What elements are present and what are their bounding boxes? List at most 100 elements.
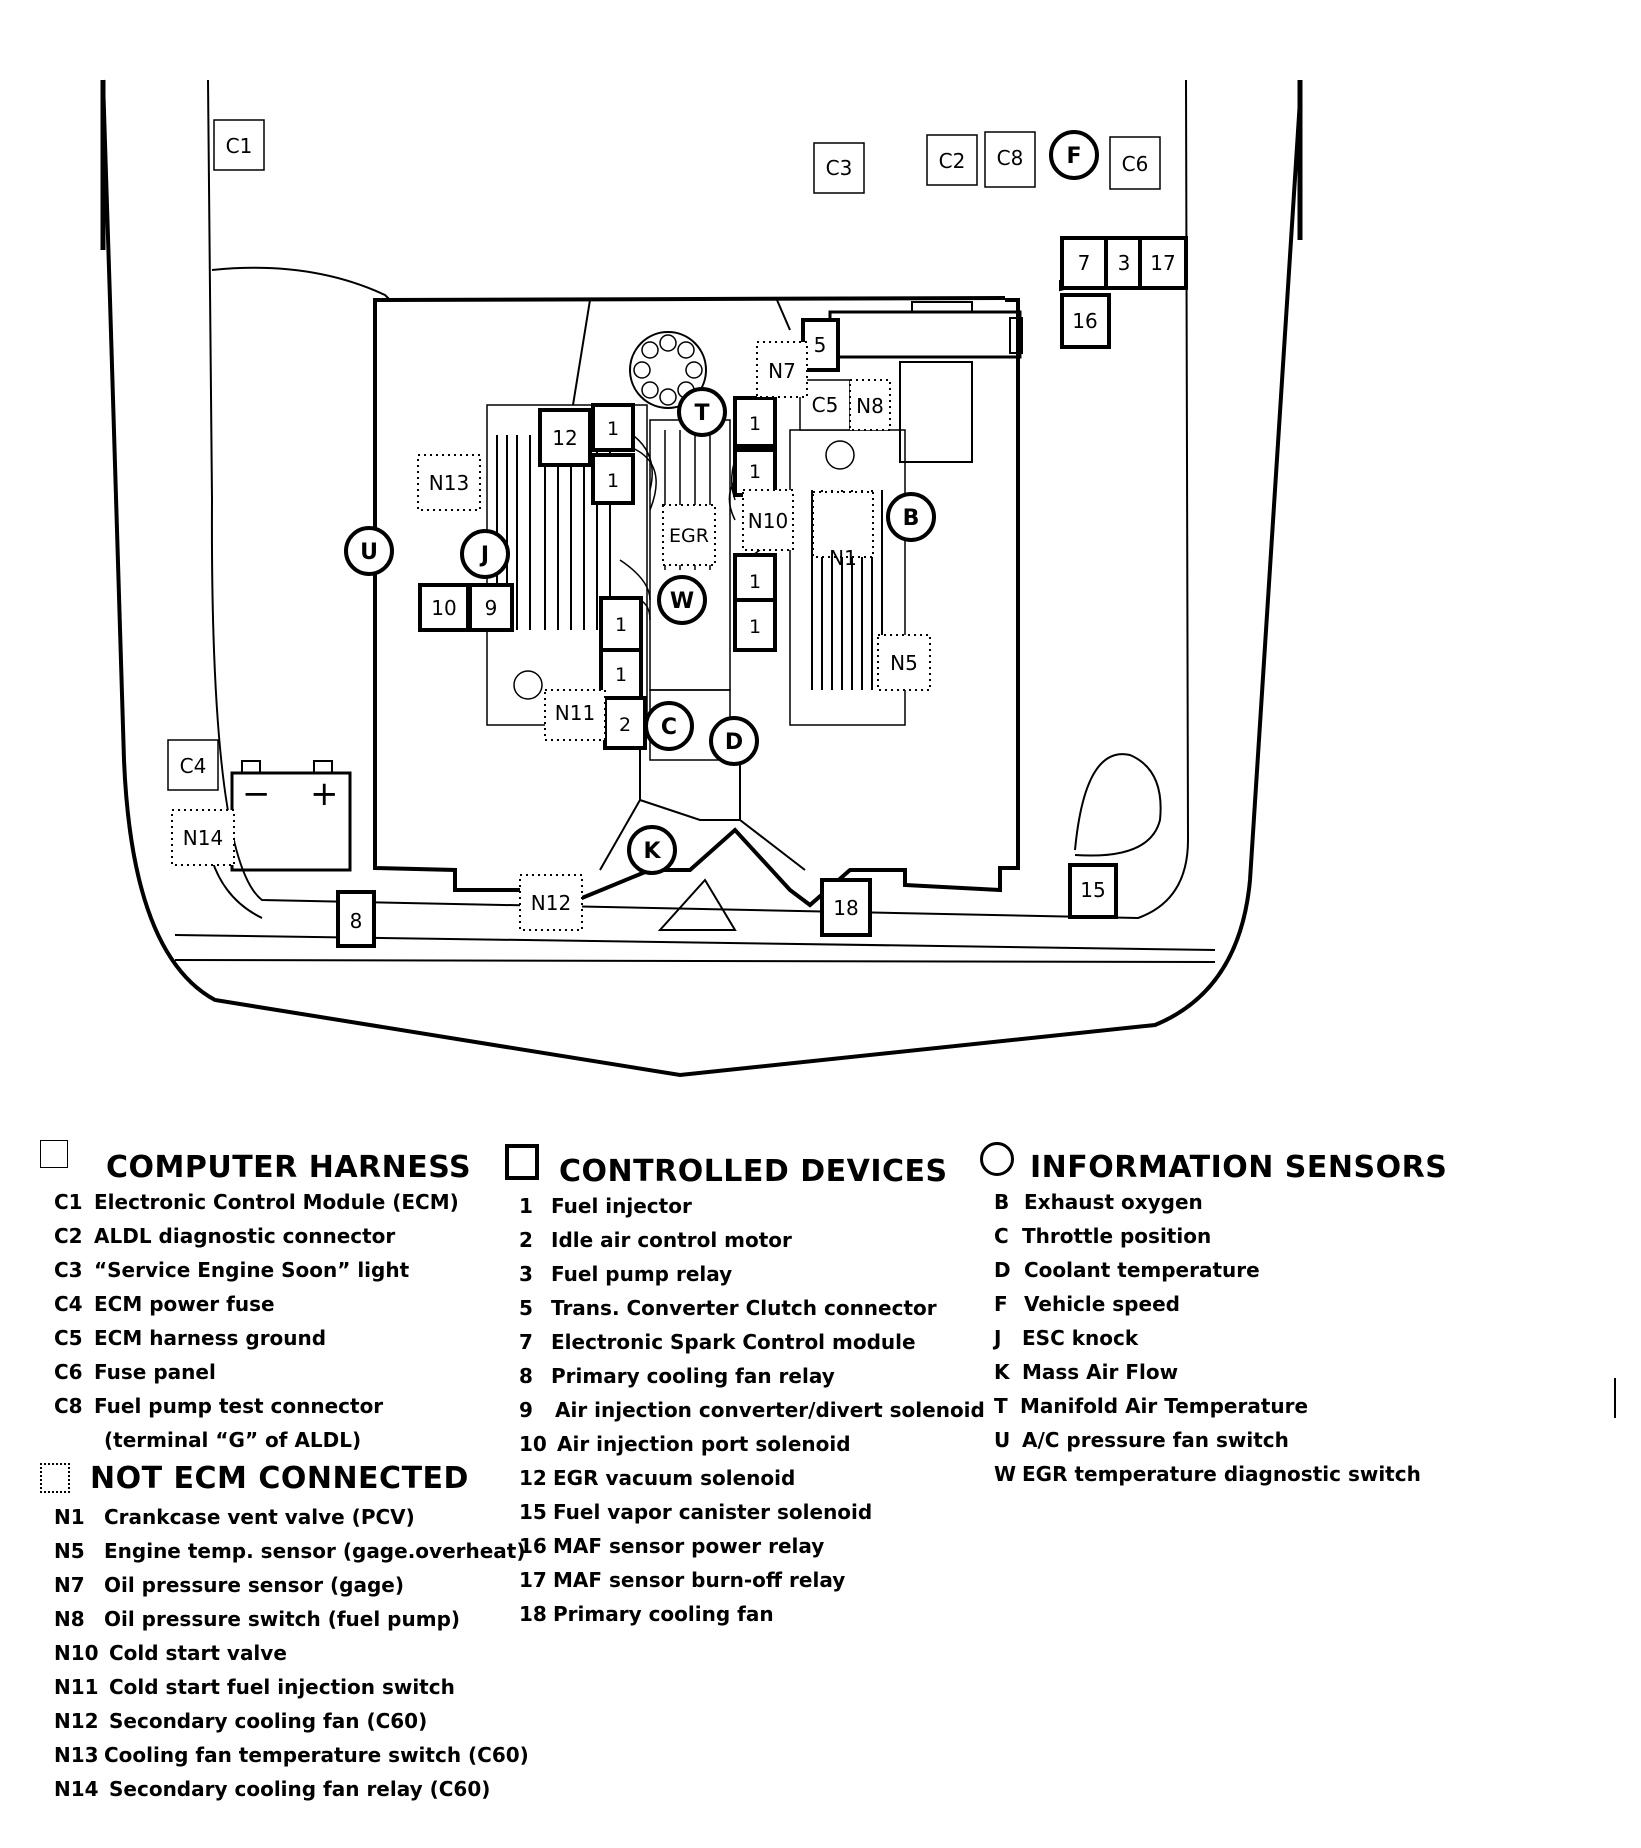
legend-item: 1 Fuel injector xyxy=(519,1194,965,1228)
item-code: 1 xyxy=(519,1194,533,1218)
device-components xyxy=(336,236,1188,948)
device-17-label: 17 xyxy=(1150,251,1175,275)
device-5-label: 5 xyxy=(814,333,827,357)
legend-title: CONTROLLED DEVICES xyxy=(559,1154,948,1189)
device-1-label: 1 xyxy=(749,571,761,593)
sensor-labels: B C D F J K T U W xyxy=(360,144,1081,864)
item-code: C2 xyxy=(54,1224,83,1248)
item-code: 7 xyxy=(519,1330,533,1354)
harness-components xyxy=(167,119,1161,791)
item-code: 2 xyxy=(519,1228,533,1252)
item-code: B xyxy=(994,1190,1010,1214)
item-code: W xyxy=(994,1462,1017,1486)
device-7-label: 7 xyxy=(1078,251,1091,275)
item-code: C3 xyxy=(54,1258,83,1282)
legend-item: C4 ECM power fuse xyxy=(54,1292,500,1326)
device-1-label: 1 xyxy=(607,470,619,492)
legend-title: COMPUTER HARNESS xyxy=(106,1150,472,1185)
sensor-w-label: W xyxy=(670,589,694,614)
device-8-label: 8 xyxy=(350,909,363,933)
item-desc: Trans. Converter Clutch connector xyxy=(551,1296,937,1320)
item-desc: Air injection port solenoid xyxy=(557,1432,851,1456)
legend-header: NOT ECM CONNECTED xyxy=(40,1455,510,1505)
circle-symbol xyxy=(980,1142,1014,1176)
c8-label: C8 xyxy=(997,146,1024,170)
c6-box xyxy=(1109,136,1161,190)
sensor-c-label: C xyxy=(661,715,677,740)
legend-item: 7 Electronic Spark Control module xyxy=(519,1330,965,1364)
item-code: D xyxy=(994,1258,1011,1282)
legend-title: INFORMATION SENSORS xyxy=(1030,1150,1448,1185)
item-desc: ECM power fuse xyxy=(94,1292,275,1316)
device-2-label: 2 xyxy=(619,714,631,736)
item-desc: Cold start valve xyxy=(109,1641,287,1665)
device-15-label: 15 xyxy=(1080,878,1105,902)
item-desc: Engine temp. sensor (gage.overheat) xyxy=(104,1539,526,1563)
item-code: 8 xyxy=(519,1364,533,1388)
item-code: 18 xyxy=(519,1602,547,1626)
battery-minus-label: − xyxy=(242,774,271,814)
item-code: 5 xyxy=(519,1296,533,1320)
engine-compartment-diagram: − + C1 C2 C3 C4 C5 C6 C8 xyxy=(100,79,1303,1078)
item-desc: Throttle position xyxy=(1022,1224,1212,1248)
item-code: C4 xyxy=(54,1292,83,1316)
item-desc: Fuel pump test connector xyxy=(94,1394,384,1418)
item-desc: MAF sensor burn-off relay xyxy=(553,1568,846,1592)
device-1-label: 1 xyxy=(607,418,619,440)
item-desc: Exhaust oxygen xyxy=(1024,1190,1203,1214)
item-desc: Manifold Air Temperature xyxy=(1020,1394,1309,1418)
item-desc: “Service Engine Soon” light xyxy=(94,1258,410,1282)
n13-label: N13 xyxy=(429,471,469,495)
n12-label: N12 xyxy=(531,891,571,915)
c4-box xyxy=(167,739,219,791)
egr-label: EGR xyxy=(669,525,709,547)
item-desc: Coolant temperature xyxy=(1024,1258,1260,1282)
item-desc: Primary cooling fan xyxy=(553,1602,774,1626)
item-code: N11 xyxy=(54,1675,99,1699)
item-desc: Fuel vapor canister solenoid xyxy=(553,1500,873,1524)
sensor-components xyxy=(344,130,1099,875)
c3-box xyxy=(813,142,865,194)
device-10-label: 10 xyxy=(431,596,456,620)
legend-header: COMPUTER HARNESS xyxy=(40,1140,500,1190)
n1-label: N1 xyxy=(829,546,857,570)
item-desc: Primary cooling fan relay xyxy=(551,1364,835,1388)
item-desc: Mass Air Flow xyxy=(1022,1360,1179,1384)
vehicle-outline xyxy=(100,79,1303,1078)
device-labels: 1 1 1 1 1 1 1 1 2 3 5 7 8 9 10 12 15 16 … xyxy=(350,251,1176,933)
item-desc: Air injection converter/divert solenoid xyxy=(555,1398,985,1422)
item-desc: Secondary cooling fan relay (C60) xyxy=(109,1777,491,1801)
device-1-label: 1 xyxy=(749,413,761,435)
item-code: C6 xyxy=(54,1360,83,1384)
sensor-k-label: K xyxy=(643,839,661,864)
device-1-label: 1 xyxy=(615,664,627,686)
canister-outline xyxy=(1074,753,1162,857)
item-code: C5 xyxy=(54,1326,83,1350)
item-code: N12 xyxy=(54,1709,99,1733)
item-desc: Fuel injector xyxy=(551,1194,692,1218)
item-desc: Electronic Spark Control module xyxy=(551,1330,916,1354)
c8-box xyxy=(984,131,1036,188)
item-desc: EGR temperature diagnostic switch xyxy=(1022,1462,1421,1486)
thin-square-symbol xyxy=(40,1140,68,1168)
n8-label: N8 xyxy=(856,394,884,418)
legend-item: 5 Trans. Converter Clutch connector xyxy=(519,1296,965,1330)
item-desc: Fuel pump relay xyxy=(551,1262,733,1286)
c1-box xyxy=(213,119,265,171)
